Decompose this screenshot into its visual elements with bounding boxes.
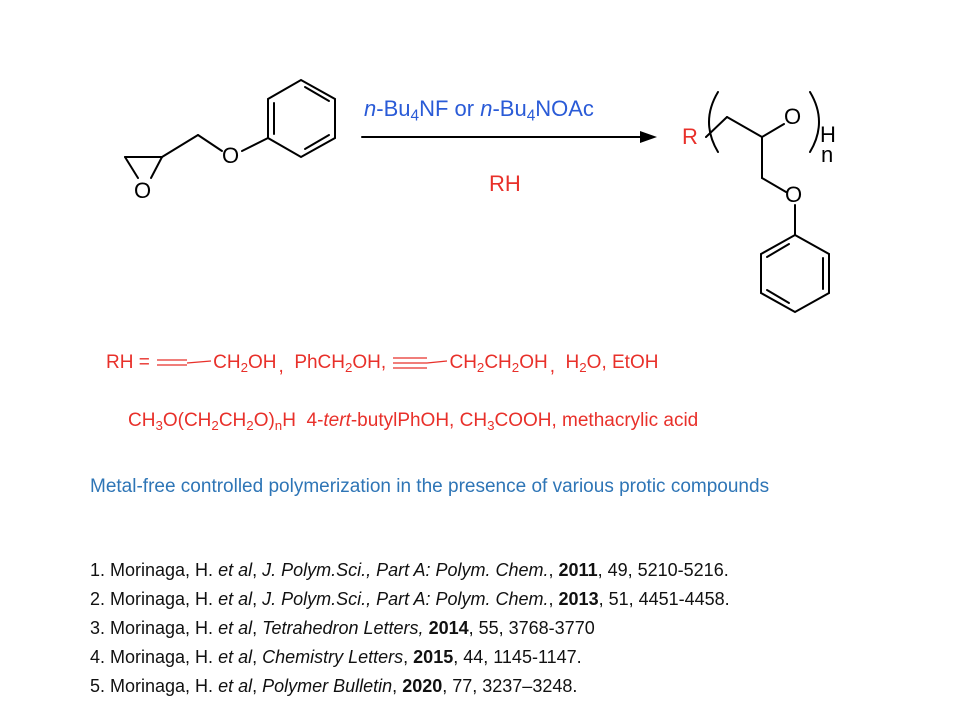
initiator-label: n-Bu4NF or n-Bu4NOAc (364, 96, 594, 125)
scheme-caption: Metal-free controlled polymerization in … (90, 476, 770, 497)
polymer-backbone (705, 116, 796, 236)
reference-item: 5. Morinaga, H. et al, Polymer Bulletin,… (90, 676, 578, 696)
alkyne-triple-bond-icon (393, 357, 448, 369)
ether-oxygen-label: O (222, 143, 240, 168)
glycidyl-linker (161, 134, 269, 158)
end-hydrogen-label: H (820, 122, 836, 147)
below-arrow-label: RH (489, 171, 521, 196)
reference-item: 1. Morinaga, H. et al, J. Polym.Sci., Pa… (90, 560, 729, 580)
right-repeat-bracket (809, 91, 820, 153)
peg-monomethyl-ether: CH3O(CH2CH2O)nH (128, 410, 296, 433)
reference-item: 2. Morinaga, H. et al, J. Polym.Sci., Pa… (90, 589, 730, 609)
reference-list: 1. Morinaga, H. et al, J. Polym.Sci., Pa… (90, 556, 730, 701)
epoxide-oxygen-label: O (134, 178, 152, 203)
epoxide-ring (124, 156, 163, 179)
left-repeat-bracket (708, 91, 719, 153)
backbone-oxygen-label: O (784, 104, 802, 129)
side-oxygen-label: O (785, 182, 803, 207)
rh-label: RH = (106, 352, 156, 373)
water-ethanol: H2O, EtOH (565, 352, 659, 375)
benzyl-alcohol: PhCH2OH, (294, 352, 387, 375)
rh-list-row-2: CH3O(CH2CH2O)nH 4-tert-butylPhOH, CH3COO… (128, 410, 698, 432)
repeat-n-label: n (821, 142, 834, 167)
rh-list-row-1: RH = CH2OH, PhCH2OH, CH2CH2OH, H2O, EtOH (106, 352, 659, 377)
polymer-end-group-label: R (682, 124, 698, 149)
reference-item: 4. Morinaga, H. et al, Chemistry Letters… (90, 647, 582, 667)
monomer-phenyl-ring (267, 78, 336, 159)
reaction-scheme (124, 78, 830, 314)
reference-item: 3. Morinaga, H. et al, Tetrahedron Lette… (90, 618, 595, 638)
arrow-head (640, 131, 657, 143)
polymer-phenyl-ring (760, 233, 830, 314)
allyl-double-bond-icon (157, 359, 212, 366)
butynol: CH2CH2OH (449, 352, 548, 375)
acid-list: 4-tert-butylPhOH, CH3COOH, methacrylic a… (306, 410, 699, 433)
allyl-alcohol: CH2OH (213, 352, 277, 375)
